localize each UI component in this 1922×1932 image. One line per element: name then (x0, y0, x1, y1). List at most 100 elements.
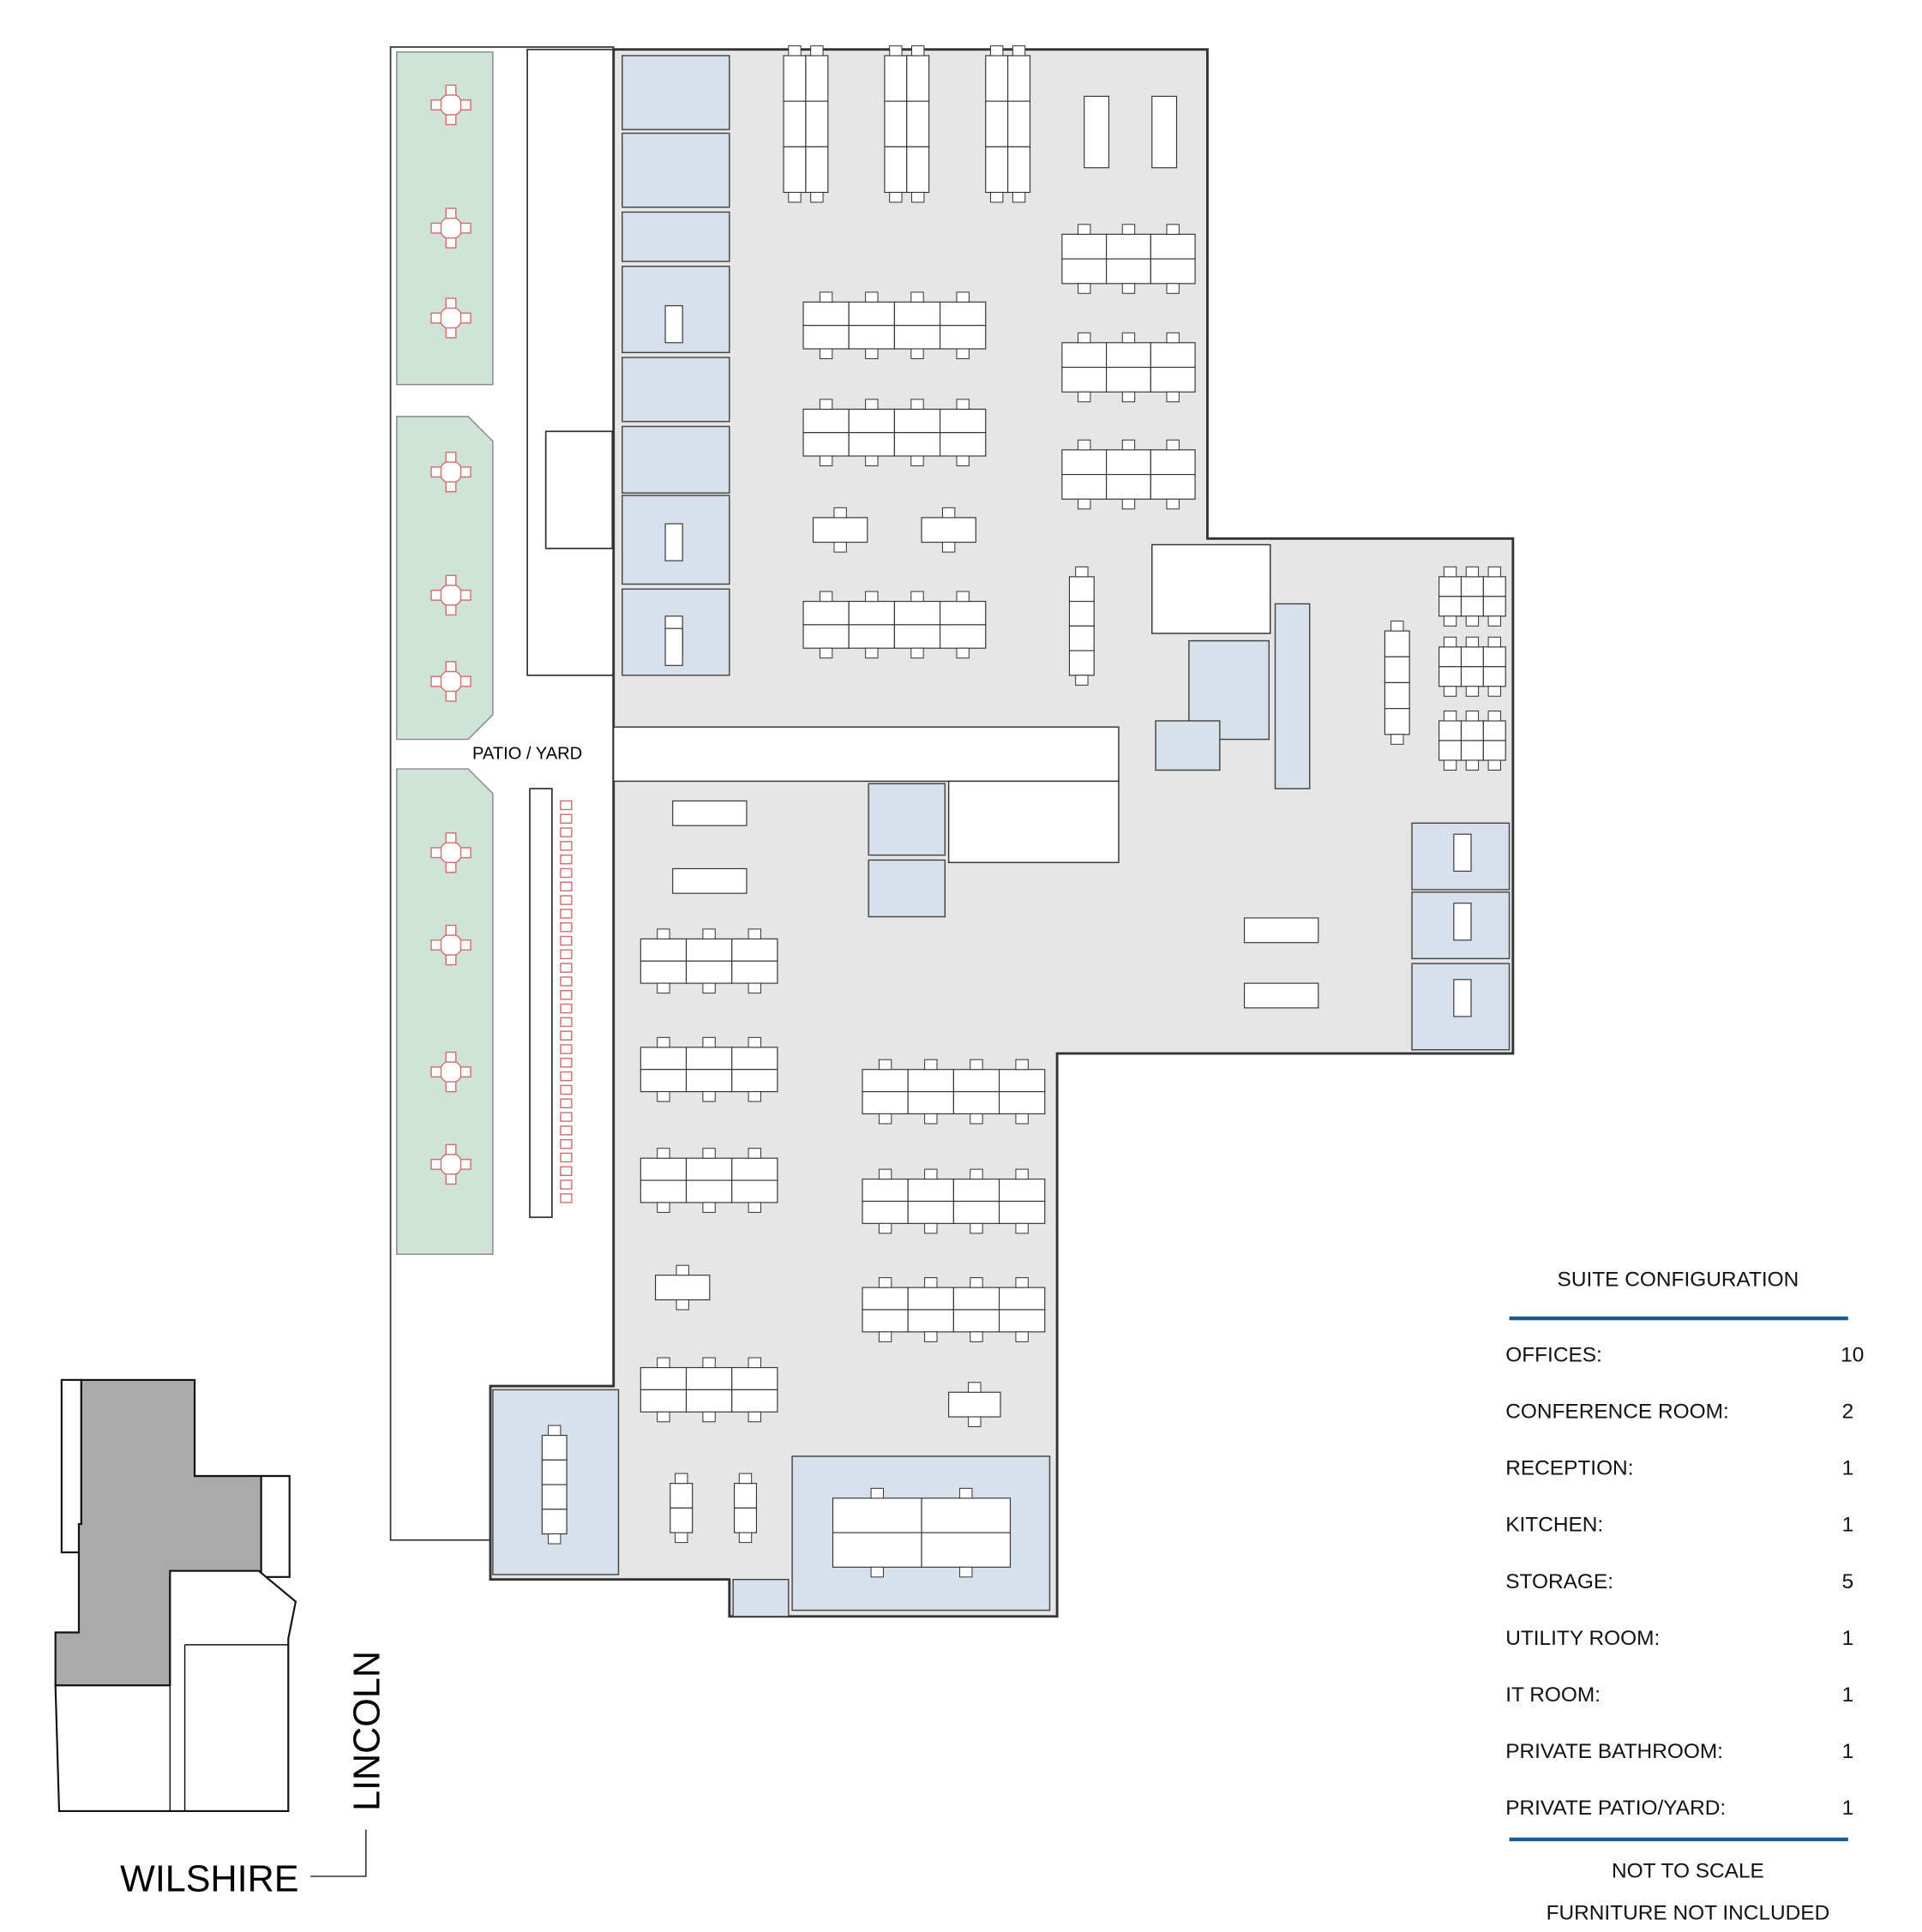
workstation-desk (1438, 596, 1463, 617)
chair (657, 1091, 670, 1102)
patio-chair (560, 841, 573, 851)
workstation-desk (1068, 601, 1095, 627)
chair (1121, 283, 1136, 294)
chair (1075, 675, 1089, 686)
patio-chair (445, 604, 457, 616)
chair (878, 1059, 892, 1071)
patio-chair (560, 813, 573, 825)
workstation-desk (848, 325, 895, 350)
chair (738, 1473, 753, 1485)
patio-chair (430, 312, 442, 324)
patio-chair (560, 1084, 573, 1095)
workstation-desk (1150, 258, 1196, 285)
planter-bed (396, 768, 494, 1256)
suite-configuration-legend: SUITE CONFIGURATION OFFICES:10CONFERENCE… (1505, 1269, 1864, 1925)
chair (1015, 1059, 1029, 1071)
chair (1075, 566, 1089, 578)
patio-chair (459, 312, 471, 324)
legend-row-label: KITCHEN: (1505, 1514, 1603, 1537)
workstation-desk (939, 601, 987, 626)
workstation-desk (802, 432, 850, 457)
lounge-sofa (1084, 95, 1110, 169)
workstation-desk (805, 100, 829, 147)
chair (788, 191, 802, 203)
chair (657, 1148, 670, 1159)
chair (865, 455, 879, 467)
workstation-desk (1438, 740, 1463, 761)
stairwell (544, 430, 614, 549)
chair (970, 1222, 983, 1234)
workstation-desk (921, 1497, 1012, 1533)
chair (1443, 566, 1457, 578)
chair (956, 647, 970, 659)
chair (1166, 498, 1180, 510)
workstation-desk (1460, 596, 1484, 617)
workstation-desk (1068, 576, 1095, 603)
workstation-desk (1384, 630, 1410, 657)
workstation-desk (802, 408, 850, 434)
workstation-desk (1106, 449, 1151, 476)
workstation-desk (640, 1157, 688, 1181)
workstation-desk (1482, 666, 1506, 687)
chair (924, 1168, 938, 1180)
office-desk (664, 305, 683, 344)
chair (956, 291, 970, 303)
workstation-desk (1384, 708, 1410, 735)
chair (959, 1566, 973, 1578)
workstation-desk (893, 325, 941, 350)
patio-chair (445, 451, 457, 463)
chair (1443, 759, 1457, 771)
workstation-desk (1061, 233, 1108, 260)
patio-chair (459, 1066, 471, 1078)
chair (702, 1036, 716, 1048)
stairwell (947, 780, 1120, 863)
workstation-desk (884, 100, 908, 147)
workstation-desk (731, 1069, 778, 1093)
patio-chair (560, 1044, 573, 1054)
chair (1443, 636, 1457, 648)
patio-chair (445, 84, 457, 96)
chair (819, 291, 833, 303)
patio-chair (445, 661, 457, 673)
patio-chair (430, 1066, 442, 1078)
lounge-sofa (672, 867, 748, 894)
workstation-desk (1061, 342, 1108, 369)
legend-row-value: 1 (1842, 1797, 1854, 1820)
workstation-desk (939, 432, 987, 457)
planter-table-icon (439, 841, 463, 865)
legend-row-value: 5 (1842, 1570, 1854, 1593)
chair (889, 191, 903, 203)
chair (548, 1533, 562, 1545)
workstation-desk (1150, 473, 1196, 500)
room (622, 55, 730, 130)
patio-chair (560, 963, 573, 973)
workstation-desk (1438, 576, 1463, 597)
workstation-desk (906, 55, 930, 102)
chair (1121, 391, 1136, 403)
chair (675, 1473, 688, 1485)
workstation-desk (907, 1200, 954, 1224)
chair (819, 399, 833, 410)
workstation-desk (1068, 625, 1095, 651)
chair (1078, 283, 1091, 294)
chair (748, 928, 761, 939)
legend-row-label: OFFICES: (1505, 1343, 1602, 1366)
chair (889, 45, 903, 57)
patio-chair (445, 237, 457, 249)
chair (748, 982, 761, 994)
chair (1078, 332, 1091, 344)
chair (878, 1277, 892, 1288)
chair (1121, 332, 1136, 344)
chair (657, 1202, 670, 1213)
workstation-desk (1007, 55, 1031, 102)
patio-chair (560, 921, 573, 933)
planter-bed (396, 416, 494, 741)
room (868, 859, 946, 918)
chair (910, 348, 924, 359)
chair (956, 399, 970, 410)
workstation-desk (670, 1483, 694, 1509)
legend-row-label: RECEPTION: (1505, 1457, 1633, 1480)
chair (968, 1416, 982, 1428)
workstation-desk (1438, 720, 1463, 741)
chair (956, 455, 970, 467)
